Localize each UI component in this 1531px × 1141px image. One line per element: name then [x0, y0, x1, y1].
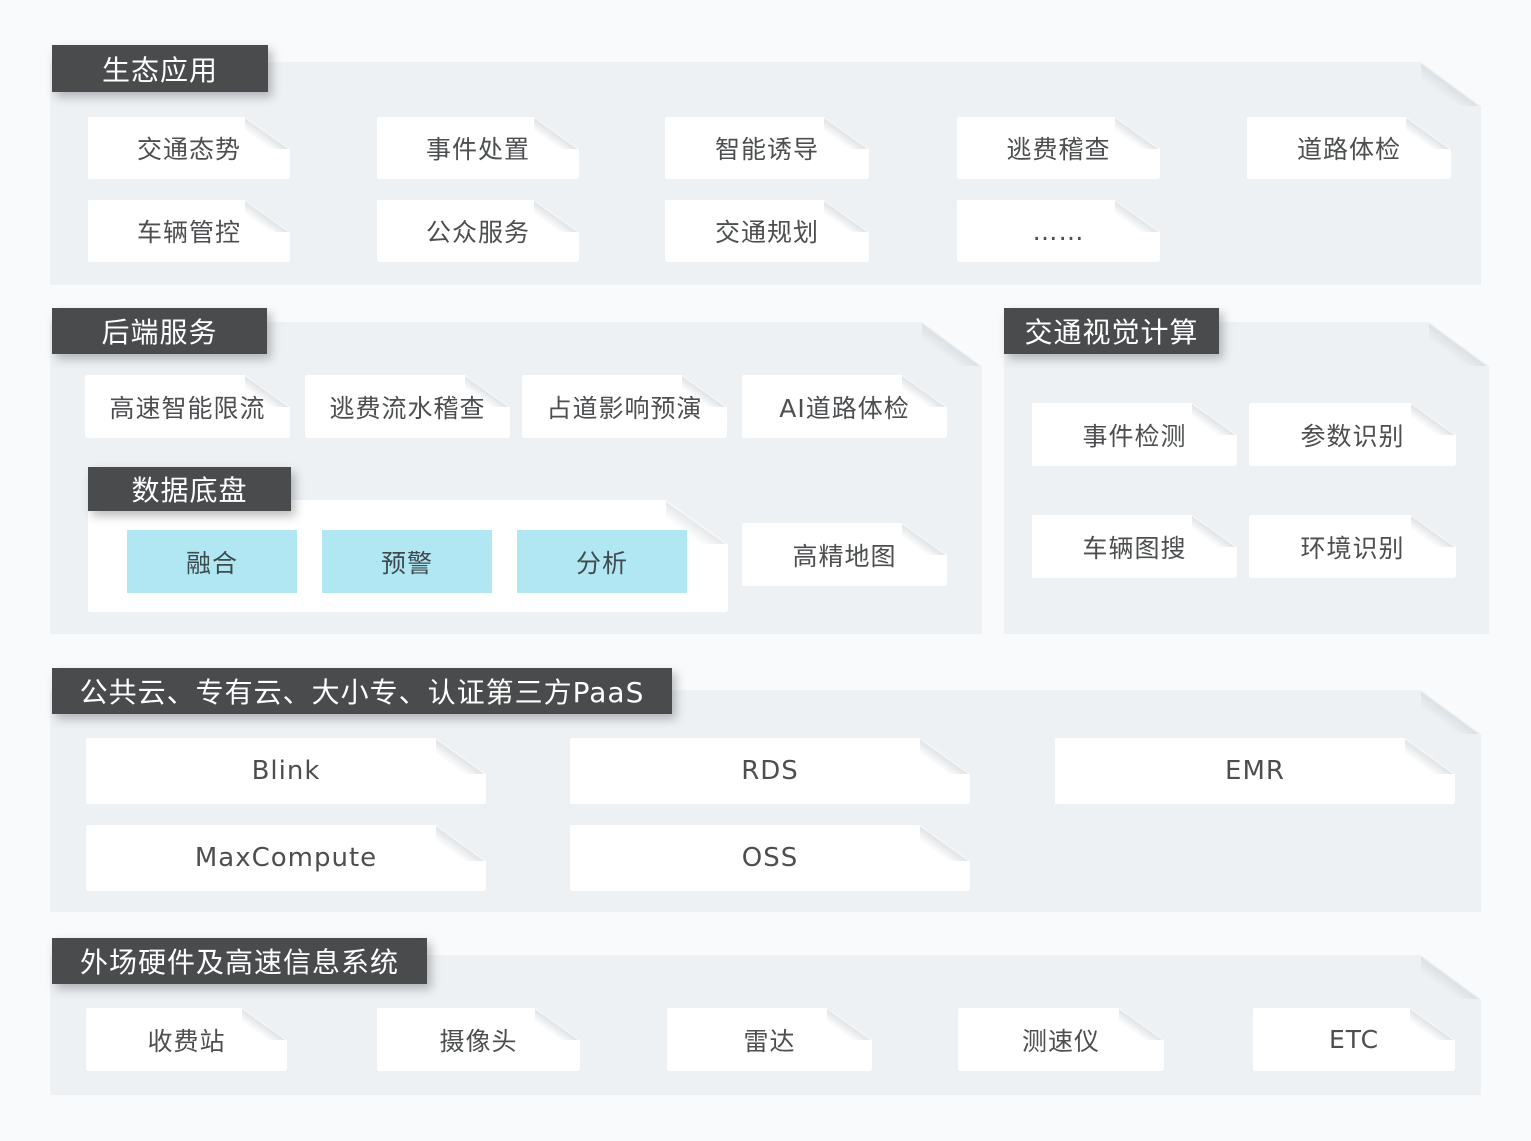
- toll-evasion-flow-audit-card: 逃费流水稽查: [305, 375, 510, 438]
- ai-road-inspection-card: AI道路体检: [742, 375, 947, 438]
- paas-title: 公共云、专有云、大小专、认证第三方PaaS: [52, 668, 672, 714]
- incident-handling-card: 事件处置: [377, 117, 579, 179]
- emr-card: EMR: [1055, 738, 1455, 804]
- data-chassis-title: 数据底盘: [88, 467, 291, 511]
- vehicle-control-card: 车辆管控: [88, 200, 290, 262]
- eco-apps-title: 生态应用: [52, 45, 268, 92]
- toll-evasion-audit-card: 逃费稽查: [957, 117, 1160, 179]
- vehicle-image-search-card: 车辆图搜: [1032, 515, 1237, 578]
- maxcompute-card: MaxCompute: [86, 825, 486, 891]
- oss-card: OSS: [570, 825, 970, 891]
- blink-card: Blink: [86, 738, 486, 804]
- lane-occupation-preview-card: 占道影响预演: [522, 375, 727, 438]
- early-warning-card: 预警: [322, 530, 492, 593]
- hd-map-card: 高精地图: [742, 523, 947, 586]
- highway-smart-flow-limit-card: 高速智能限流: [85, 375, 290, 438]
- rds-card: RDS: [570, 738, 970, 804]
- parameter-recognition-card: 参数识别: [1249, 403, 1456, 466]
- backend-services-title: 后端服务: [52, 308, 267, 354]
- smart-guidance-card: 智能诱导: [665, 117, 869, 179]
- analysis-card: 分析: [517, 530, 687, 593]
- event-detection-card: 事件检测: [1032, 403, 1237, 466]
- fusion-card: 融合: [127, 530, 297, 593]
- etc-card: ETC: [1253, 1008, 1455, 1071]
- road-inspection-card: 道路体检: [1247, 117, 1451, 179]
- traffic-vision-title: 交通视觉计算: [1004, 308, 1219, 354]
- traffic-vision-panel: [1004, 322, 1489, 634]
- field-hardware-title: 外场硬件及高速信息系统: [52, 938, 427, 984]
